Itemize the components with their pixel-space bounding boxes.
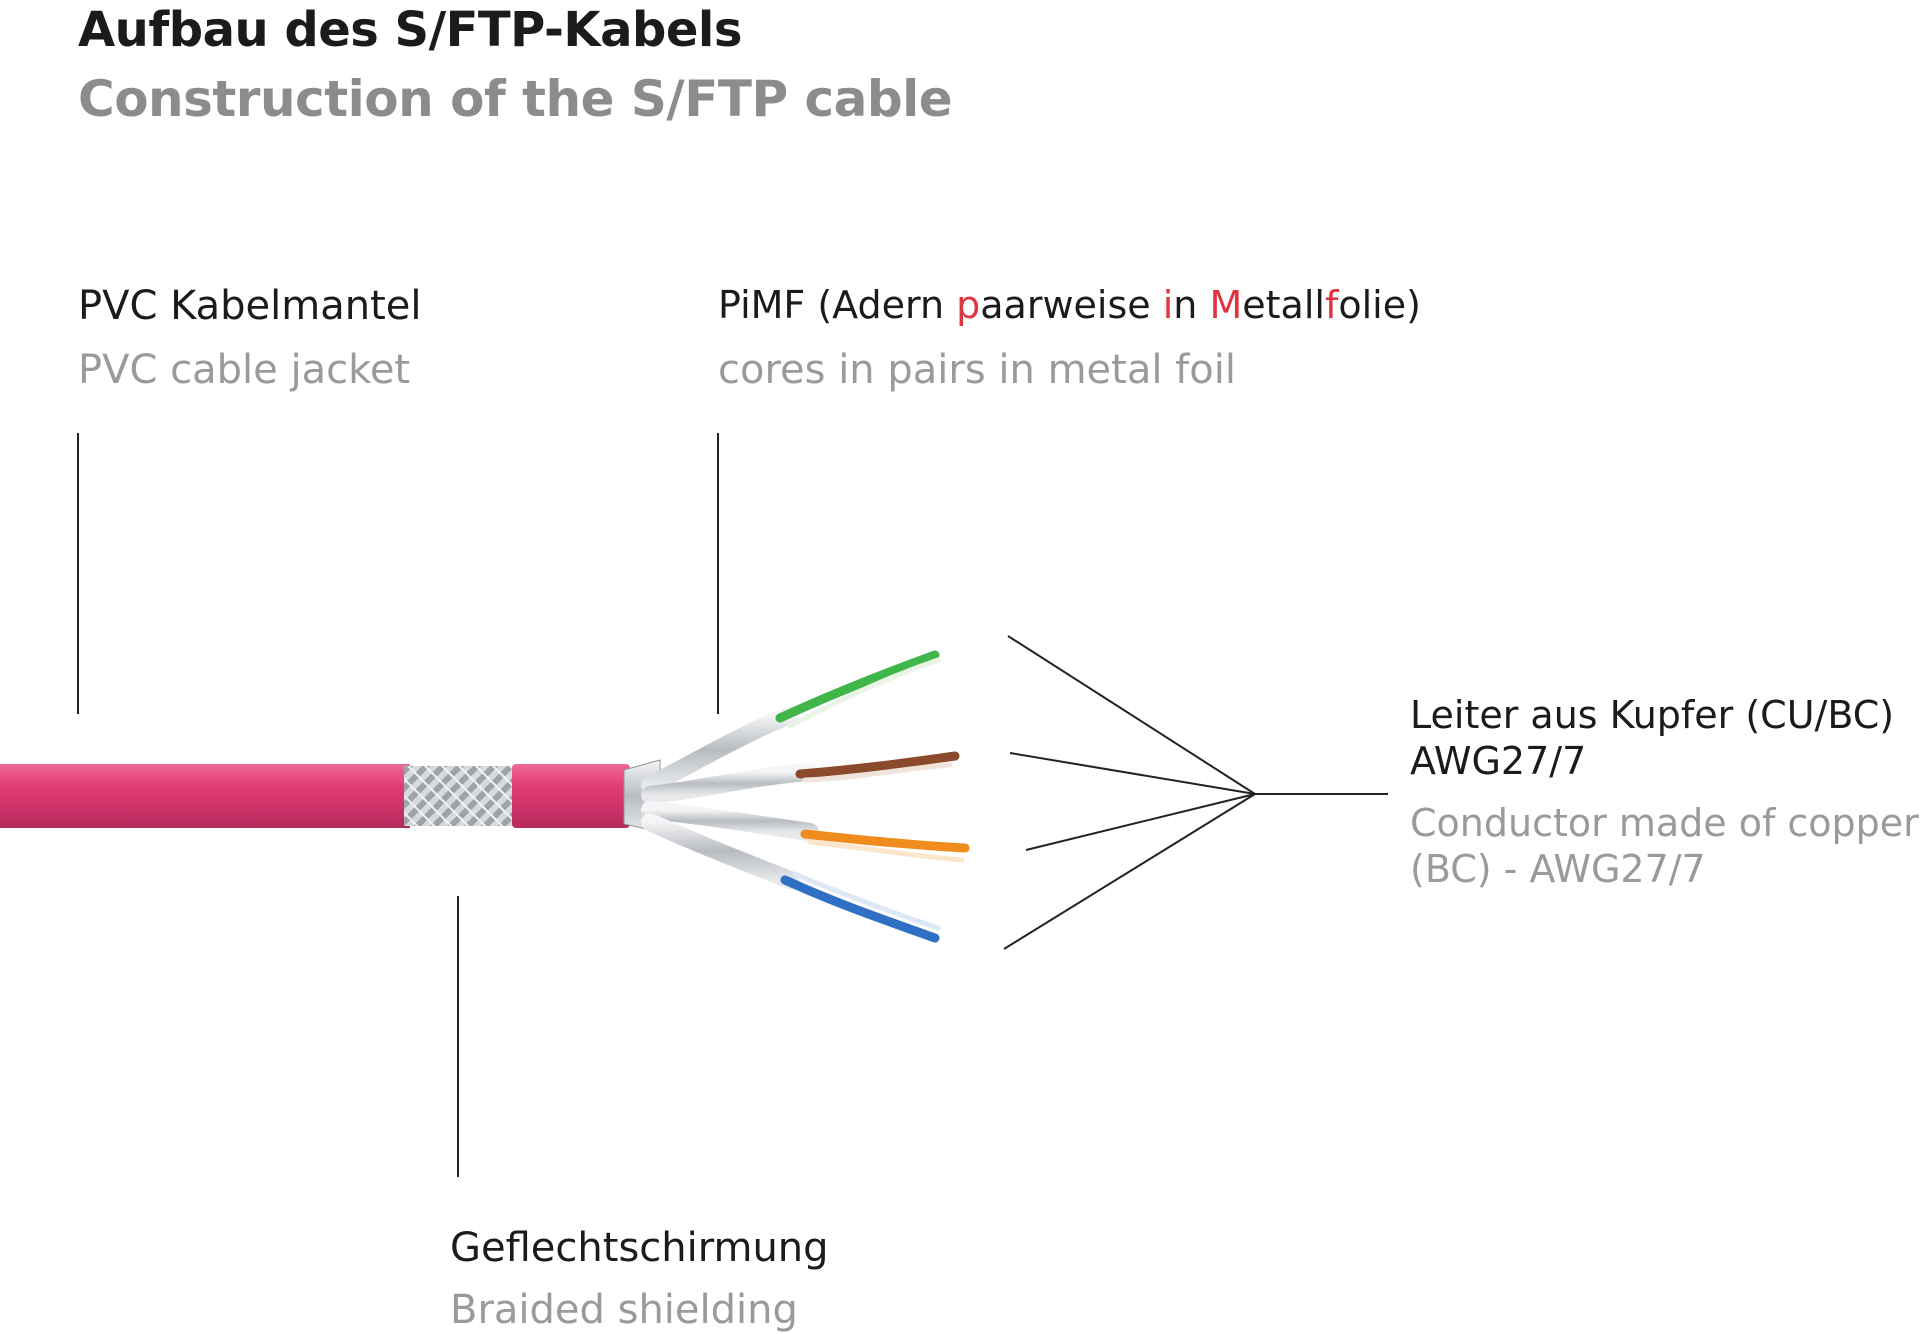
jacket-label-en: PVC cable jacket <box>78 347 411 393</box>
foil-pair-orange <box>641 801 819 841</box>
wire-blue-white <box>792 871 941 931</box>
wire-green-white <box>787 657 941 729</box>
wire-brown <box>795 751 960 779</box>
braid-label-en: Braided shielding <box>450 1287 798 1333</box>
foil-pair-green <box>641 706 799 794</box>
foil-pair-blue <box>641 813 799 889</box>
pvc-jacket-outer <box>0 764 410 828</box>
title-german: Aufbau des S/FTP-Kabels <box>78 2 742 58</box>
pvc-jacket-ring <box>512 764 630 828</box>
conductor-label-en-line2: (BC) - AWG27/7 <box>1410 847 1706 891</box>
jacket-label-de: PVC Kabelmantel <box>78 283 422 329</box>
pimf-label-de: PiMF (Adern paarweise in Metallfolie) <box>718 283 1421 327</box>
conductor-label-en-line1: Conductor made of copper <box>1410 801 1919 845</box>
wire-orange <box>800 829 970 853</box>
conductor-label-de-line2: AWG27/7 <box>1410 739 1587 783</box>
wire-green <box>775 650 940 723</box>
foil-pair-brown <box>641 763 819 804</box>
braided-shield <box>404 766 514 826</box>
braid-label-de: Geflechtschirmung <box>450 1225 829 1271</box>
wire-blue <box>780 875 940 943</box>
pimf-label-en: cores in pairs in metal foil <box>718 347 1236 393</box>
wire-brown-white <box>802 762 953 783</box>
conductor-leader-lines <box>1003 635 1388 950</box>
wire-orange-white <box>807 839 965 863</box>
title-english: Construction of the S/FTP cable <box>78 70 953 128</box>
conductor-label-de-line1: Leiter aus Kupfer (CU/BC) <box>1410 693 1895 737</box>
